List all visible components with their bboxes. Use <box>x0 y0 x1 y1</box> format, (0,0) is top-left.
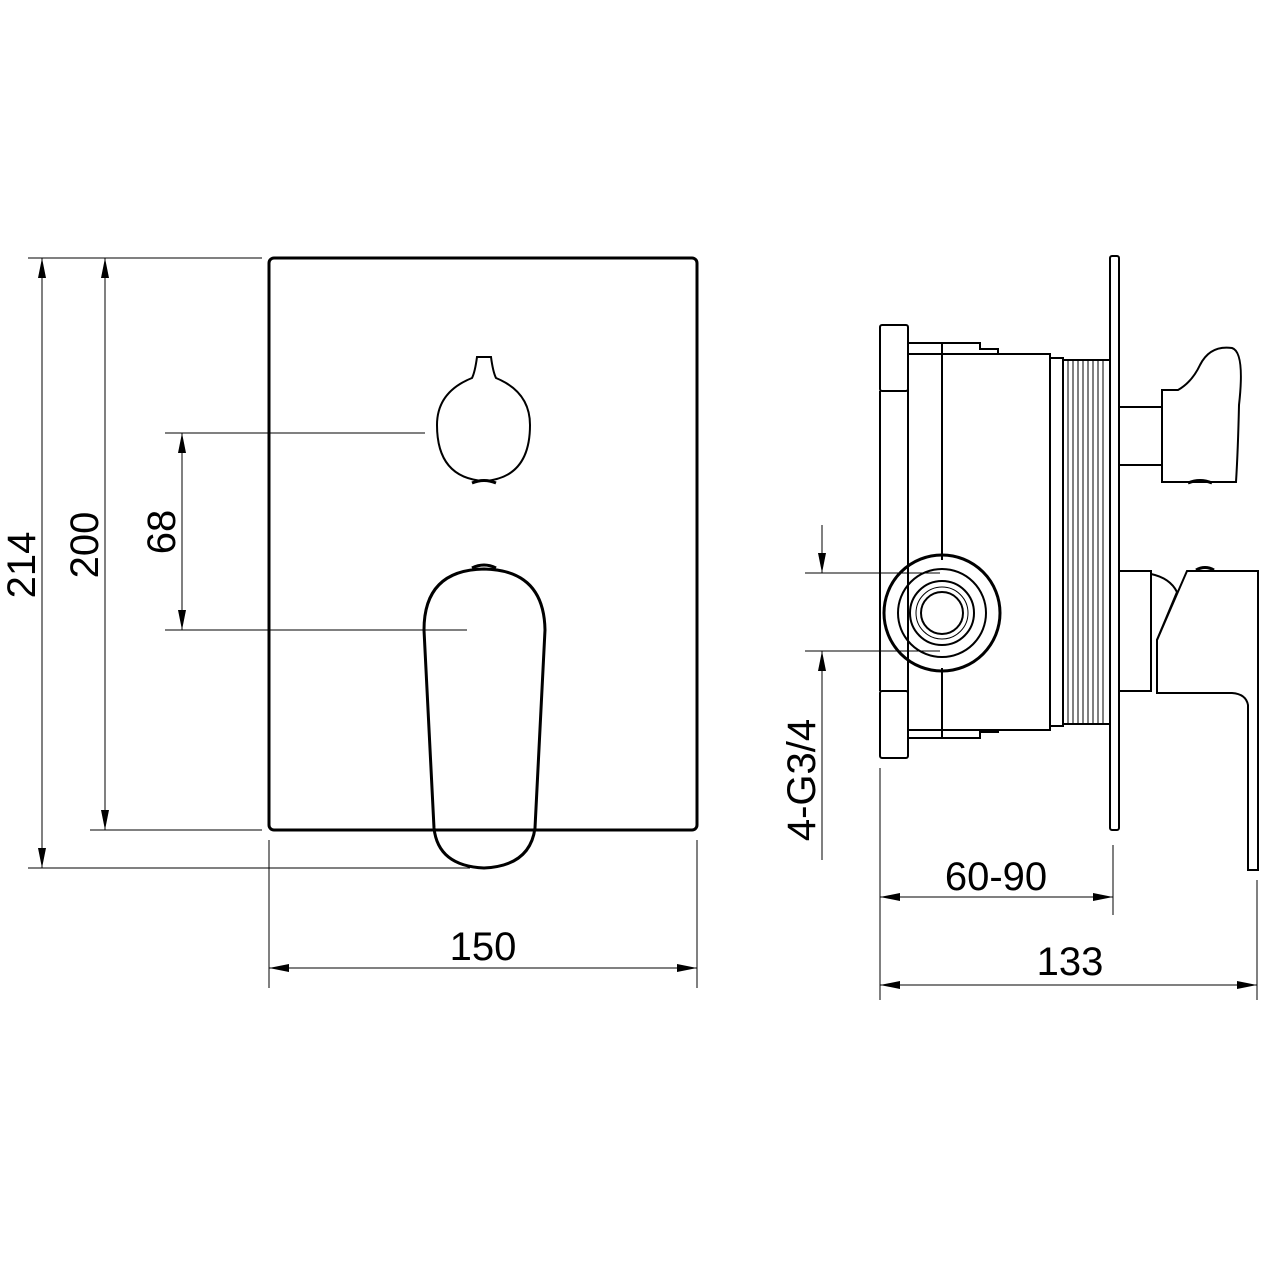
dim-label-60-90: 60-90 <box>945 855 1047 899</box>
mixer-handle-cap <box>471 563 497 570</box>
side-view <box>879 255 1259 871</box>
front-dimensions: 214 200 68 150 <box>0 257 698 988</box>
diverter-knob <box>435 356 532 483</box>
dim-label-150: 150 <box>450 925 517 969</box>
side-diverter-knob <box>1118 346 1242 485</box>
dim-label-connection: 4-G3/4 <box>780 719 824 841</box>
dim-label-200: 200 <box>63 512 107 579</box>
dim-label-68: 68 <box>140 510 184 555</box>
front-view <box>267 256 699 870</box>
threaded-sleeve <box>1062 359 1111 725</box>
bracket-top <box>879 324 909 392</box>
inlet-connection <box>882 553 1002 673</box>
body-collar <box>1049 357 1064 727</box>
valve-body <box>907 353 1051 731</box>
diverter-knob-cap <box>471 479 497 485</box>
side-mixer-handle <box>1118 566 1259 871</box>
dim-label-214: 214 <box>0 532 44 599</box>
cover-plate <box>267 256 699 832</box>
mixer-handle <box>422 567 547 870</box>
side-dimensions: 4-G3/4 60-90 133 <box>780 525 1258 1000</box>
dim-label-133: 133 <box>1037 940 1104 984</box>
side-cover-plate <box>1109 255 1120 831</box>
bracket-bottom <box>879 690 909 759</box>
